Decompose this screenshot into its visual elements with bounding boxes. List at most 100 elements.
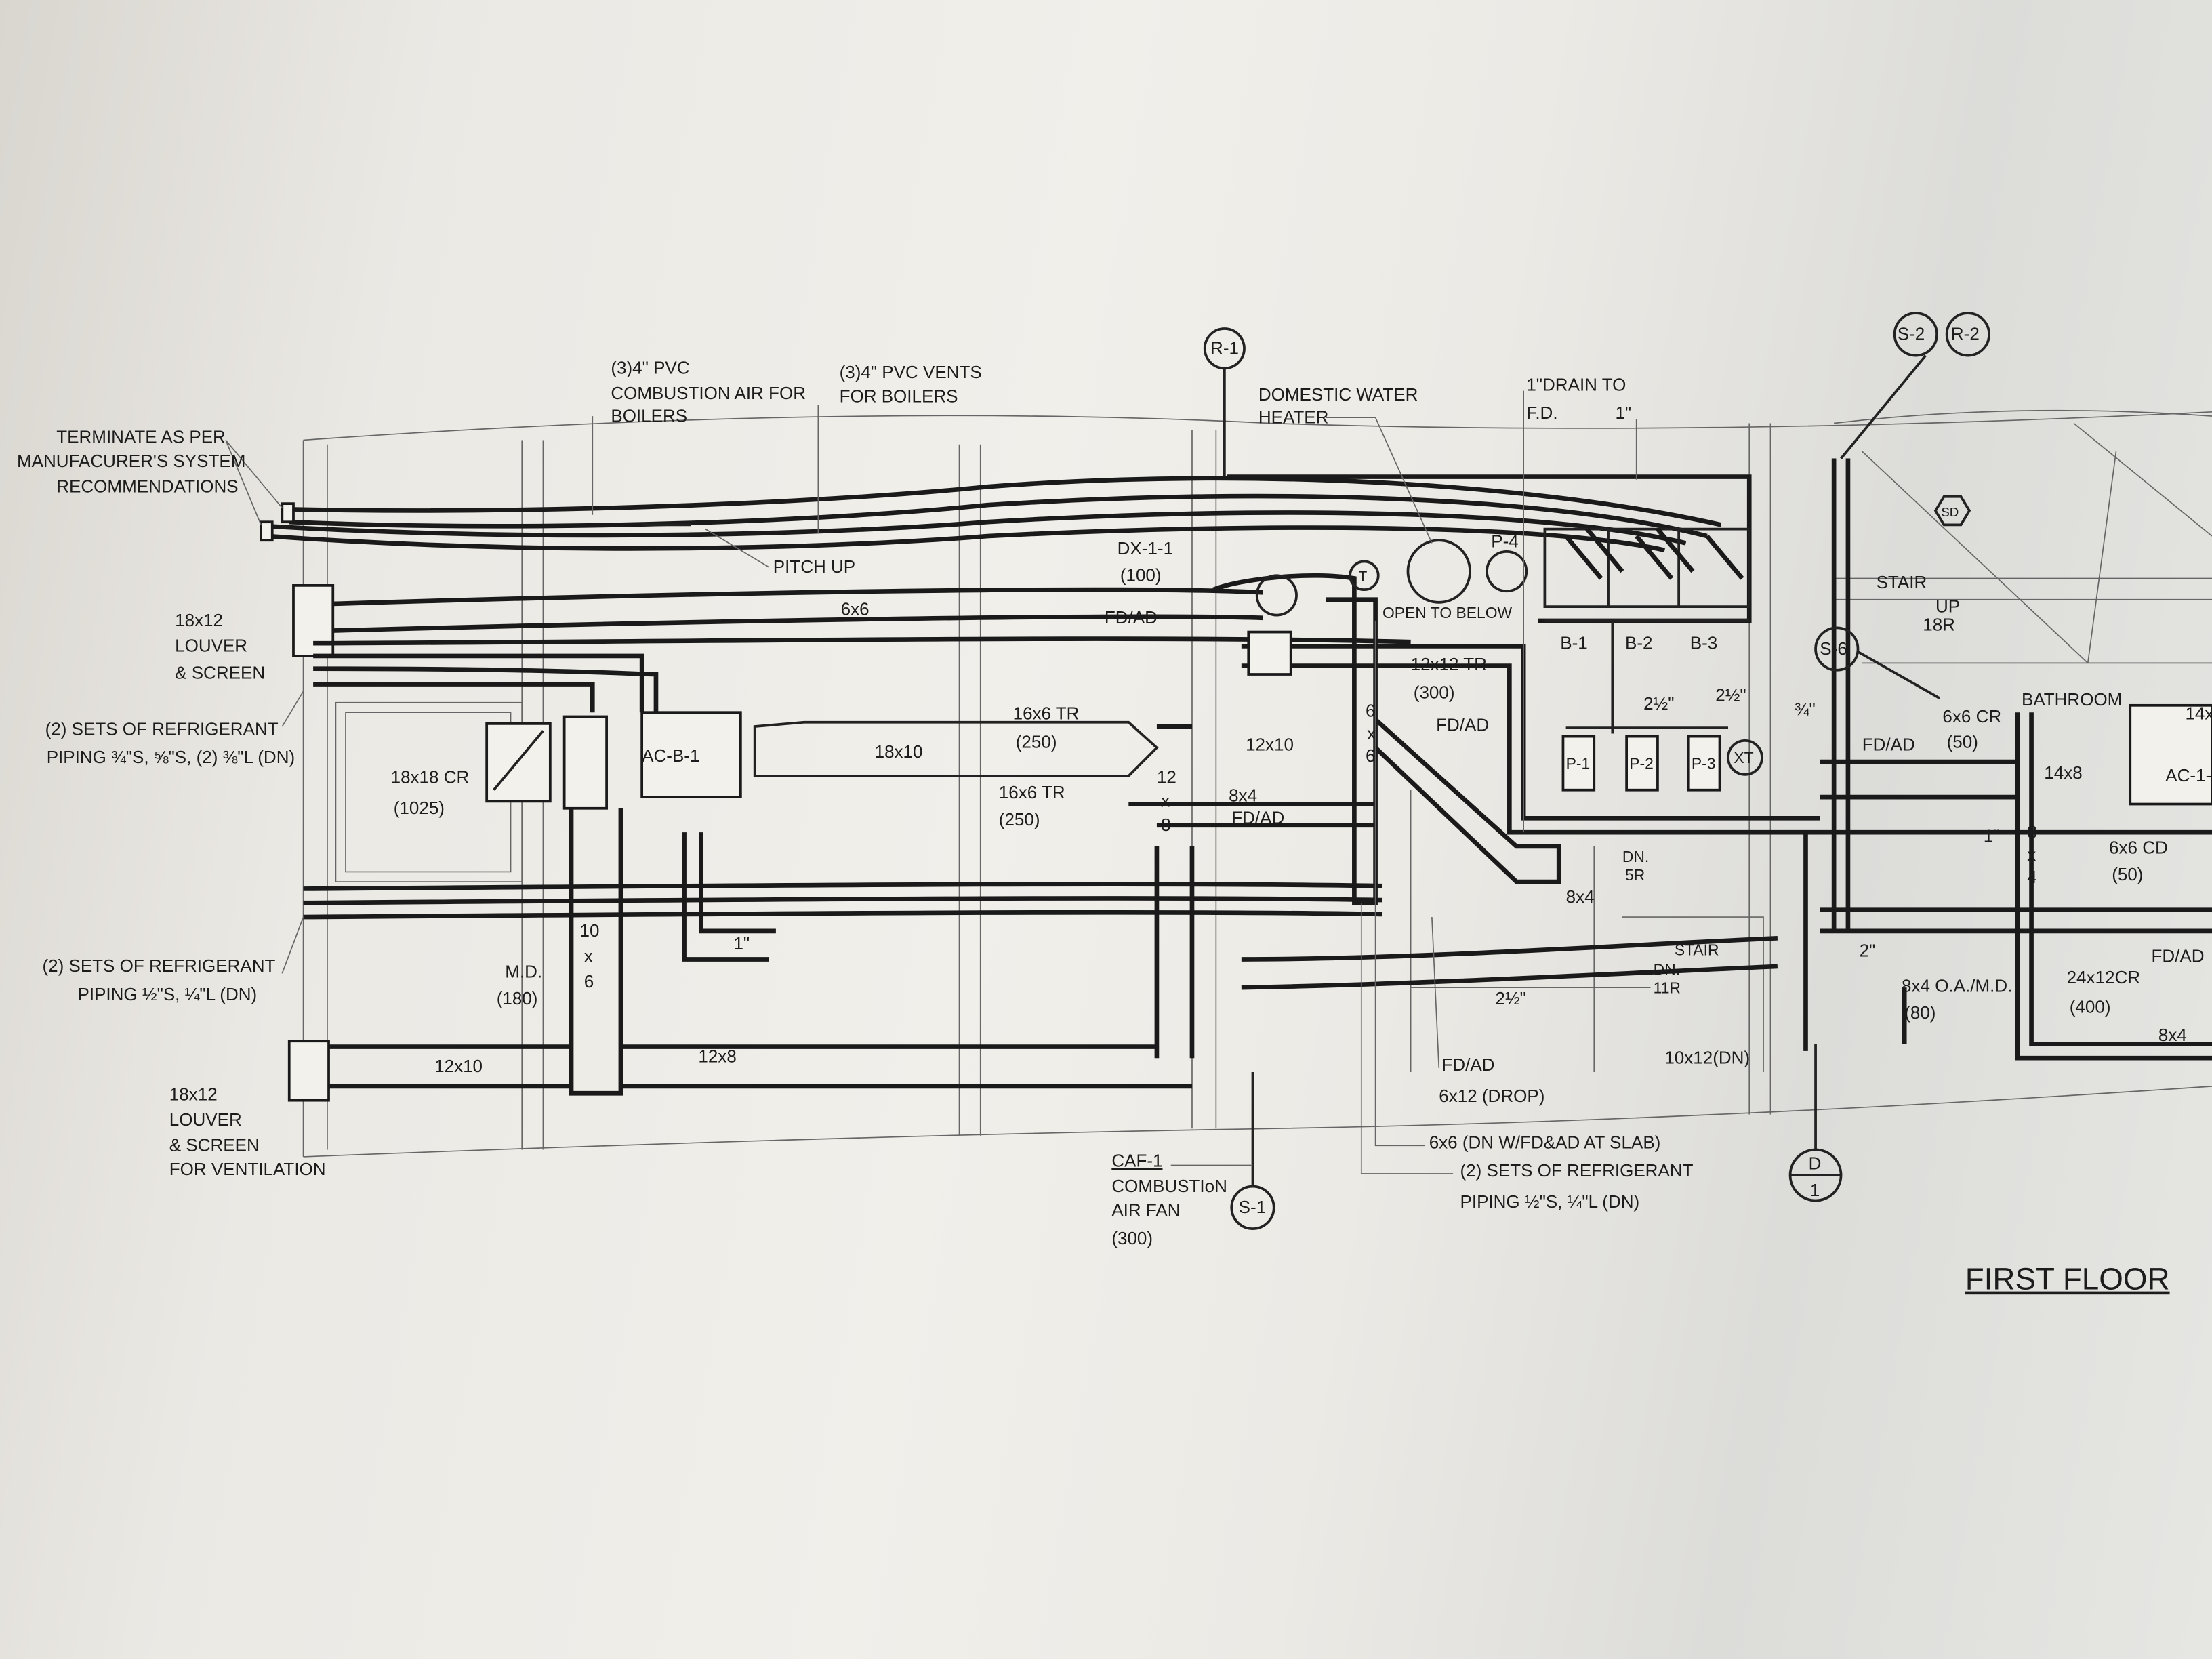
duct-14x: 14x [2185, 703, 2212, 724]
pump-p3: P-3 [1692, 754, 1716, 772]
refrigerant-top-1: (2) SETS OF REFRIGERANT [45, 719, 279, 739]
stair-lower: STAIR [1675, 941, 1719, 958]
expansion-tank-xt: XT [1734, 749, 1753, 766]
cr-6x6-cfm: (50) [1947, 731, 1978, 752]
labels: TERMINATE AS PER MANUFACURER'S SYSTEM RE… [17, 324, 2212, 1296]
smoke-detector-label: SD [1941, 505, 1959, 519]
note-combustion-air-3: BOILERS [611, 405, 687, 426]
tag-d: D [1809, 1153, 1822, 1174]
note-combustion-air-1: (3)4" PVC [611, 358, 689, 378]
pipe-1in-a: 1" [733, 933, 750, 954]
louver-top-screen: & SCREEN [175, 662, 265, 682]
boiler-room [1247, 495, 1971, 792]
refrigerant-bottom-2: PIPING ½"S, ¼"L (DN) [1460, 1191, 1639, 1212]
cd-6x6-cfm: (50) [2112, 864, 2143, 884]
louver-bottom [287, 1040, 330, 1102]
stair-dn: DN. [1622, 848, 1649, 865]
tag-d-1: 1 [1810, 1180, 1820, 1200]
stair-lower-dn: DN. [1654, 960, 1680, 978]
stair-5r: 5R [1625, 866, 1645, 884]
duct-runs [287, 458, 2212, 1102]
louver-bottom-ventilation: FOR VENTILATION [169, 1159, 326, 1179]
tag-s2: S-2 [1898, 324, 1925, 344]
duct-10x6-v-6: 6 [584, 971, 594, 991]
water-heater-icon [1406, 539, 1471, 604]
tag-s1: S-1 [1239, 1197, 1266, 1217]
fd-ad-2: FD/AD [1231, 808, 1284, 828]
duct-6x6-v: 6 [1366, 700, 1375, 720]
note-terminate-3: RECOMMENDATIONS [56, 476, 238, 496]
cr-24x12: 24x12CR [2067, 967, 2140, 987]
duct-10x6-v: 10 [580, 920, 600, 941]
duct-12x8-bottom: 12x8 [698, 1046, 736, 1066]
pipe-1in-b: 1" [1984, 826, 2000, 846]
dx-1-1: DX-1-1 [1118, 538, 1173, 558]
thermostat-t: T [1359, 569, 1368, 585]
building-outline [302, 409, 2212, 1158]
water-heater-2: HEATER [1258, 407, 1329, 427]
cr-18x18: 18x18 CR [391, 766, 470, 787]
louver-bottom-size: 18x12 [169, 1084, 218, 1105]
duct-6x6-v-6: 6 [1366, 745, 1375, 766]
duct-8x4-v-4: 4 [2027, 867, 2036, 887]
drawing-title: FIRST FLOOR [1965, 1262, 2170, 1296]
unit-ac-1: AC-1- [2165, 765, 2211, 785]
cd-6x6: 6x6 CD [2109, 837, 2168, 857]
louver-bottom-label: LOUVER [169, 1109, 242, 1130]
boiler-b2: B-2 [1625, 633, 1652, 653]
fd-ad-1: FD/AD [1105, 607, 1158, 628]
oa-md-8x4: 8x4 O.A./M.D. [1902, 975, 2012, 996]
duct-10x12-dn: 10x12(DN) [1664, 1048, 1750, 1068]
louver-bottom-screen: & SCREEN [169, 1135, 260, 1155]
pump-p2: P-2 [1629, 754, 1654, 772]
stair-upper: STAIR [1877, 572, 1927, 592]
note-terminate-1: TERMINATE AS PER [56, 427, 226, 447]
caf-air-fan: AIR FAN [1111, 1200, 1180, 1220]
refrigerant-top-2: PIPING ¾"S, ⅝"S, (2) ⅜"L (DN) [47, 747, 295, 767]
refrigerant-left-1: (2) SETS OF REFRIGERANT [42, 956, 275, 976]
pump-p4-icon [1486, 550, 1528, 593]
duct-8x4-a: 8x4 [1229, 785, 1257, 805]
tr-16x6-b-cfm: (250) [999, 809, 1040, 830]
note-pitch-up: PITCH UP [773, 556, 855, 577]
pipe-2half-a: 2½" [1643, 693, 1674, 714]
pvc-pipes [260, 476, 1722, 553]
note-vents-1: (3)4" PVC VENTS [840, 362, 982, 382]
note-terminate-2: MANUFACURER'S SYSTEM [17, 451, 245, 471]
duct-10x6-v-x: x [584, 946, 593, 966]
cr-6x6: 6x6 CR [1942, 706, 2001, 726]
tag-s6: S-6 [1820, 638, 1847, 659]
water-heater-1: DOMESTIC WATER [1258, 384, 1418, 405]
md-label: M.D. [505, 962, 542, 982]
caf-cfm: (300) [1111, 1228, 1153, 1248]
caf-1: CAF-1 [1111, 1151, 1162, 1171]
pipe-2in: 2" [1860, 940, 1876, 960]
drain-2: F.D. [1526, 403, 1557, 423]
duct-18x10: 18x10 [875, 741, 923, 762]
tag-r1: R-1 [1210, 337, 1239, 358]
tr-16x6-b: 16x6 TR [999, 782, 1065, 802]
stair-18r: 18R [1923, 614, 1955, 634]
stair-up: UP [1936, 596, 1960, 616]
cr-18x18-cfm: (1025) [394, 798, 445, 818]
pipe-2half-b: 2½" [1715, 685, 1746, 705]
fd-ad-4: FD/AD [1862, 734, 1915, 754]
pipe-3q: ¾" [1795, 699, 1816, 719]
tr-12x12: 12x12 TR [1411, 654, 1487, 674]
duct-8x4-v: 8 [2027, 821, 2036, 842]
bathroom-label: BATHROOM [2022, 689, 2122, 710]
duct-6x6: 6x6 [841, 599, 869, 619]
tr-12x12-cfm: (300) [1414, 682, 1455, 702]
oa-md-cfm: (80) [1904, 1002, 1936, 1023]
duct-12x10-bottom: 12x10 [434, 1056, 483, 1076]
duct-6x12-drop: 6x12 (DROP) [1439, 1086, 1544, 1106]
duct-8x4-v-x: x [2027, 844, 2036, 865]
duct-8x4-c: 8x4 [2158, 1025, 2187, 1045]
refrigerant-left-2: PIPING ½"S, ¼"L (DN) [77, 984, 257, 1004]
smoke-detector-icon [1933, 495, 1971, 527]
md-cfm: (180) [497, 988, 538, 1008]
tags [1203, 312, 1990, 1230]
duct-12x8-v: 12 [1157, 766, 1176, 787]
duct-14x8: 14x8 [2044, 762, 2082, 783]
